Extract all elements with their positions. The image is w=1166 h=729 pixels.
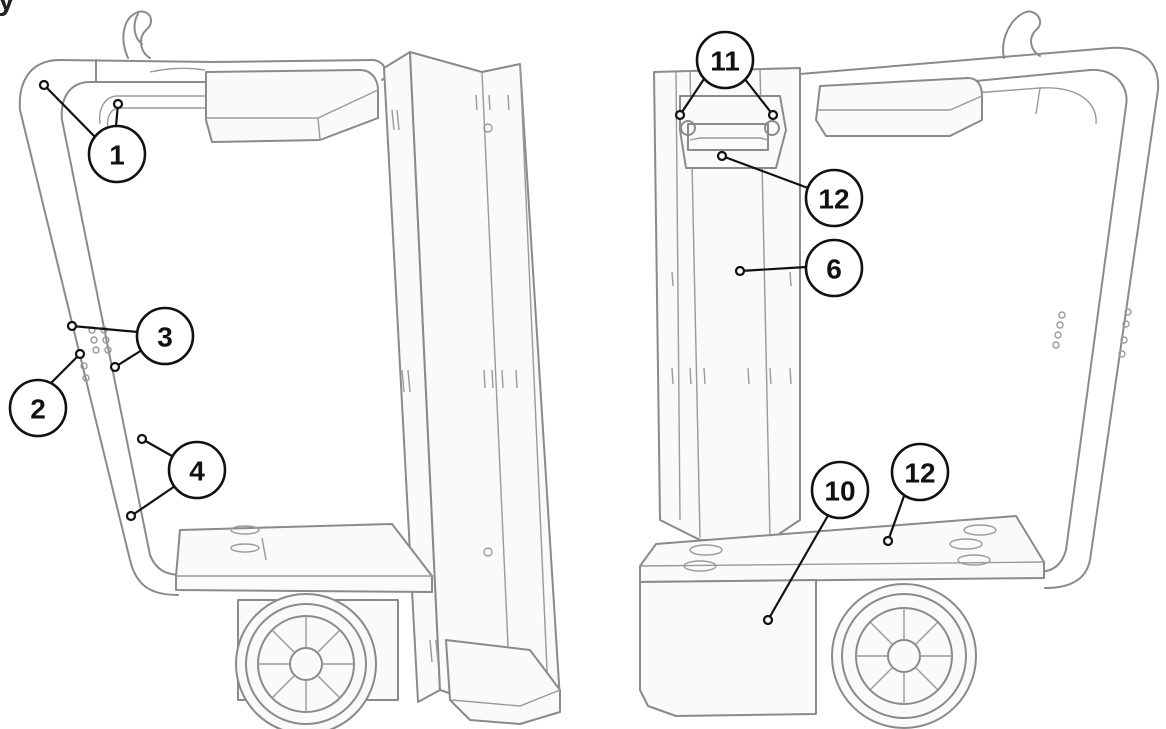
callout-12-top: 12 [804,168,864,228]
callout-12-top-label: 12 [818,184,849,215]
heading-fragment: y [0,0,15,17]
callout-10: 10 [810,460,870,520]
callout-3-label: 3 [157,322,173,353]
callout-1: 1 [87,124,147,184]
leader-lines [38,75,906,626]
callout-2: 2 [8,378,68,438]
callout-4: 4 [167,440,227,500]
callout-11-label: 11 [710,46,740,77]
callout-11: 11 [695,30,755,90]
callout-3: 3 [135,306,195,366]
callout-1-label: 1 [109,140,125,171]
callout-6: 6 [804,238,864,298]
left-cart [18,10,561,729]
right-cart [639,10,1160,729]
callout-2-label: 2 [30,394,46,425]
callout-10-label: 10 [824,476,855,507]
callouts: 1 2 3 4 11 12 6 10 [8,30,950,520]
callout-12-bottom-label: 12 [904,458,935,489]
callout-4-label: 4 [189,456,205,487]
callout-6-label: 6 [826,254,842,285]
callout-12-bottom: 12 [890,442,950,502]
